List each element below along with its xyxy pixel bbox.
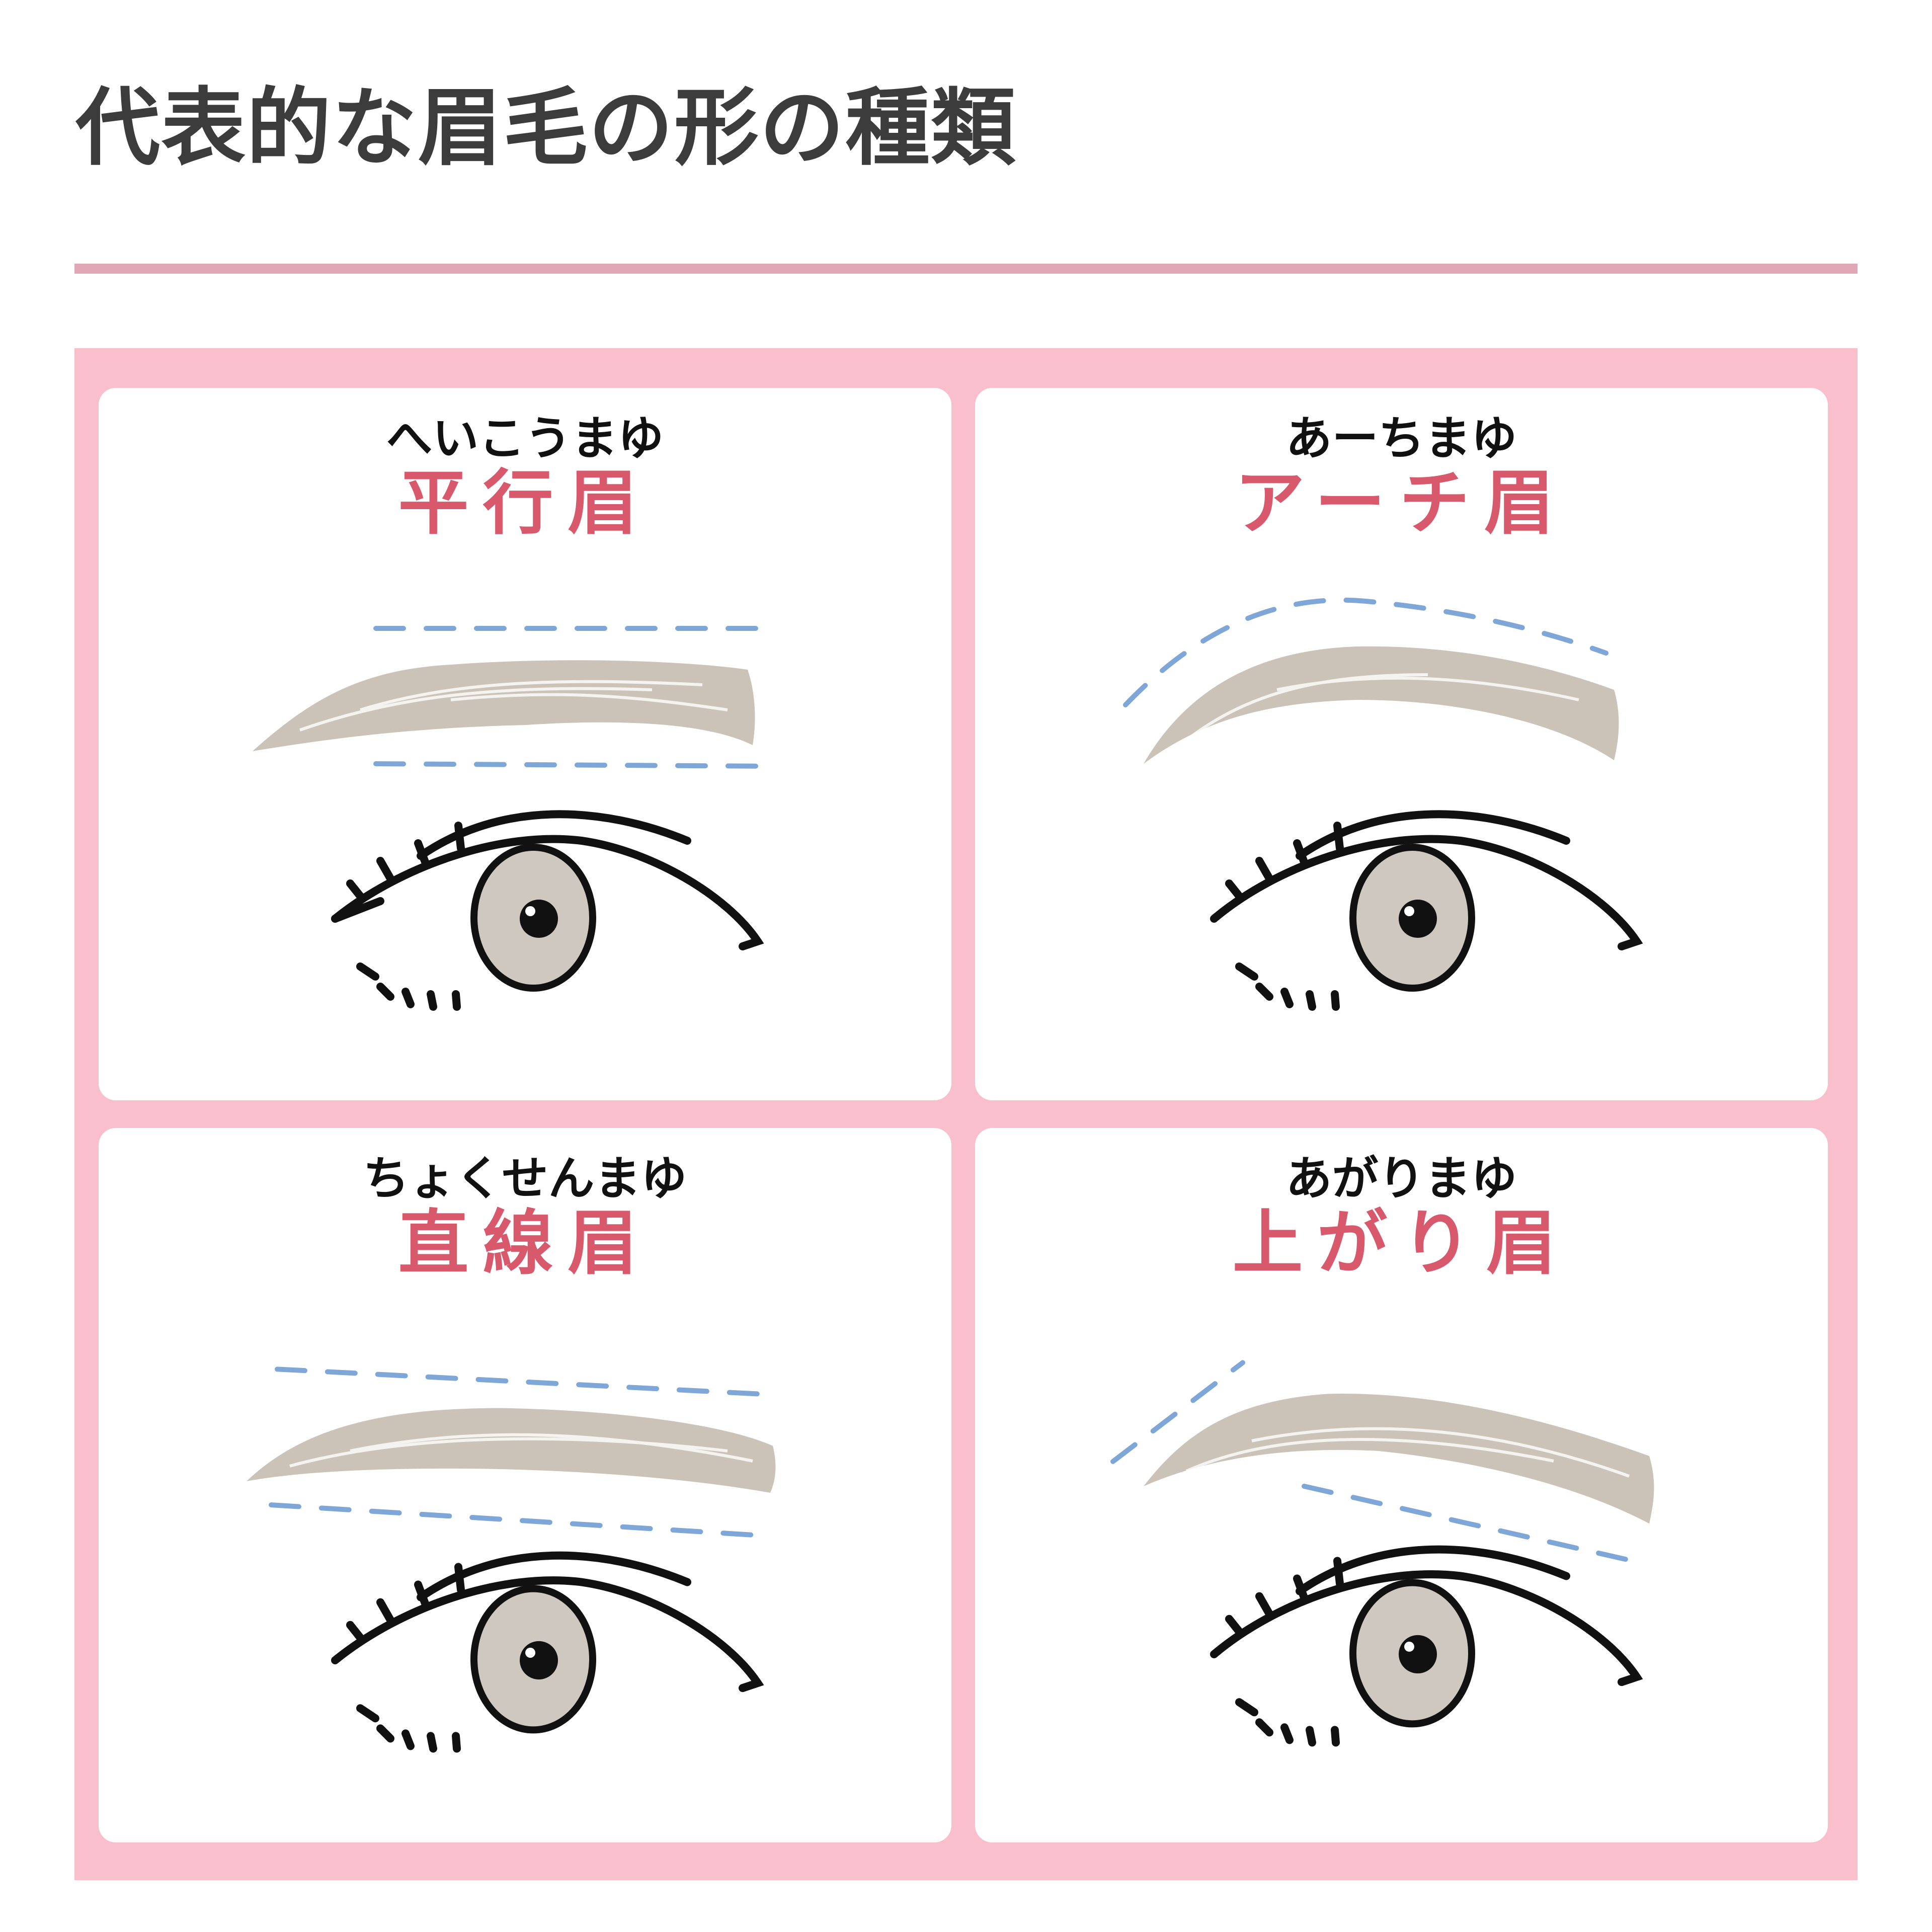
arch-eyebrow-illustration-icon bbox=[1123, 597, 1643, 1011]
card-reading: あーちまゆ bbox=[1285, 412, 1517, 465]
upturned-eyebrow-illustration-icon bbox=[1110, 1360, 1654, 1747]
card-reading: あがりまゆ bbox=[1285, 1152, 1517, 1205]
page-title: 代表的な眉毛の形の種類 bbox=[75, 78, 1016, 177]
card-brow-name: アーチ眉 bbox=[1234, 462, 1569, 544]
parallel-eyebrow-illustration-icon bbox=[253, 626, 779, 1011]
title-divider bbox=[74, 264, 1858, 274]
eyebrow-card-arch: あーちまゆ アーチ眉 bbox=[975, 388, 1828, 1100]
eyebrow-types-panel: へいこうまゆ 平行眉 あーちまゆ アーチ眉 bbox=[74, 348, 1858, 1880]
eyebrow-card-parallel: へいこうまゆ 平行眉 bbox=[99, 388, 951, 1100]
eyebrow-card-straight: ちょくせんまゆ 直線眉 bbox=[99, 1128, 951, 1842]
card-brow-name: 上がり眉 bbox=[1232, 1202, 1571, 1284]
straight-eyebrow-illustration-icon bbox=[247, 1366, 776, 1753]
card-reading: ちょくせんまゆ bbox=[363, 1152, 687, 1205]
card-brow-name: 平行眉 bbox=[398, 462, 652, 544]
eyebrow-card-upturned: あがりまゆ 上がり眉 bbox=[975, 1128, 1828, 1842]
card-brow-name: 直線眉 bbox=[398, 1202, 652, 1284]
card-reading: へいこうまゆ bbox=[386, 412, 664, 465]
